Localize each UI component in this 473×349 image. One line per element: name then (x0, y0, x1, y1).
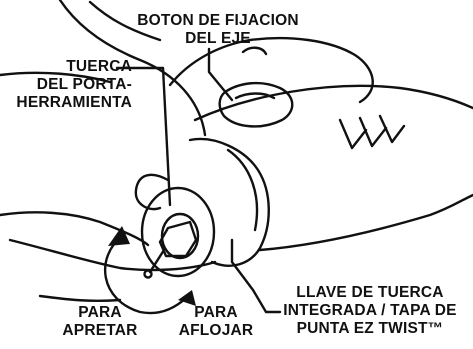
upper-hand-outline (58, 0, 207, 137)
index-finger-outline (168, 36, 374, 104)
shaft-lock-button-shape (218, 81, 294, 128)
ez-twist-cap-inner (160, 212, 200, 260)
wrench-cap-label-line-3: PUNTA EZ TWIST™ (296, 320, 444, 337)
bit-tip (143, 269, 153, 279)
tighten-label-line-1: PARA (78, 304, 122, 321)
wrench-cap-label-line-2: INTEGRADA / TAPA DE (283, 302, 457, 319)
vent-2 (358, 116, 388, 148)
shaft-lock-button-label: BOTON DE FIJACION DEL EJE (118, 12, 318, 48)
tool-nose-outline (188, 137, 270, 267)
lower-thumb-outline (134, 173, 170, 211)
loosen-label-line-1: PARA (194, 304, 238, 321)
leader-wrench-cap (230, 238, 282, 314)
tighten-label-line-2: APRETAR (62, 322, 138, 339)
wrench-cap-label: LLAVE DE TUERCA INTEGRADA / TAPA DE PUNT… (270, 284, 470, 338)
collet-nut-label-line-3: HERRAMIENTA (16, 94, 132, 111)
collet-nut-label-line-2: DEL PORTA- (36, 76, 132, 93)
vent-3 (378, 114, 406, 144)
rotation-arc (104, 234, 188, 315)
index-finger-nail (241, 46, 268, 56)
tool-nose-ring (226, 148, 259, 232)
upper-finger-outline (0, 71, 112, 84)
tighten-arrow-head (108, 226, 130, 246)
tool-body-top-edge (193, 84, 473, 122)
ez-twist-cap-front (140, 186, 216, 278)
leader-shaft-lock (207, 47, 234, 102)
lower-palm-outline (8, 238, 217, 272)
loosen-label: PARA AFLOJAR (172, 304, 260, 340)
lower-hand-outline (0, 211, 150, 247)
wrench-cap-label-line-1: LLAVE DE TUERCA (296, 284, 444, 301)
collet-nut-label-line-1: TUERCA (66, 58, 132, 75)
collet-nut-shape (158, 220, 198, 258)
loosen-label-line-2: AFLOJAR (178, 322, 254, 339)
tool-body-bottom-edge (258, 193, 473, 252)
loosen-arrow-head (178, 290, 196, 306)
collet-nut-label: TUERCA DEL PORTA- HERRAMIENTA (0, 58, 132, 112)
leader-collet-nut (115, 66, 172, 207)
shaft-lock-button-label-line-1: BOTON DE FIJACION (137, 12, 299, 29)
tighten-label: PARA APRETAR (60, 304, 140, 340)
shaft-lock-button-inner (234, 92, 276, 100)
upper-finger-crease (88, 0, 162, 42)
bit-shaft (148, 248, 166, 274)
wrist-outline (38, 294, 122, 302)
vent-1 (338, 118, 368, 150)
shaft-lock-button-label-line-2: DEL EJE (185, 30, 251, 47)
